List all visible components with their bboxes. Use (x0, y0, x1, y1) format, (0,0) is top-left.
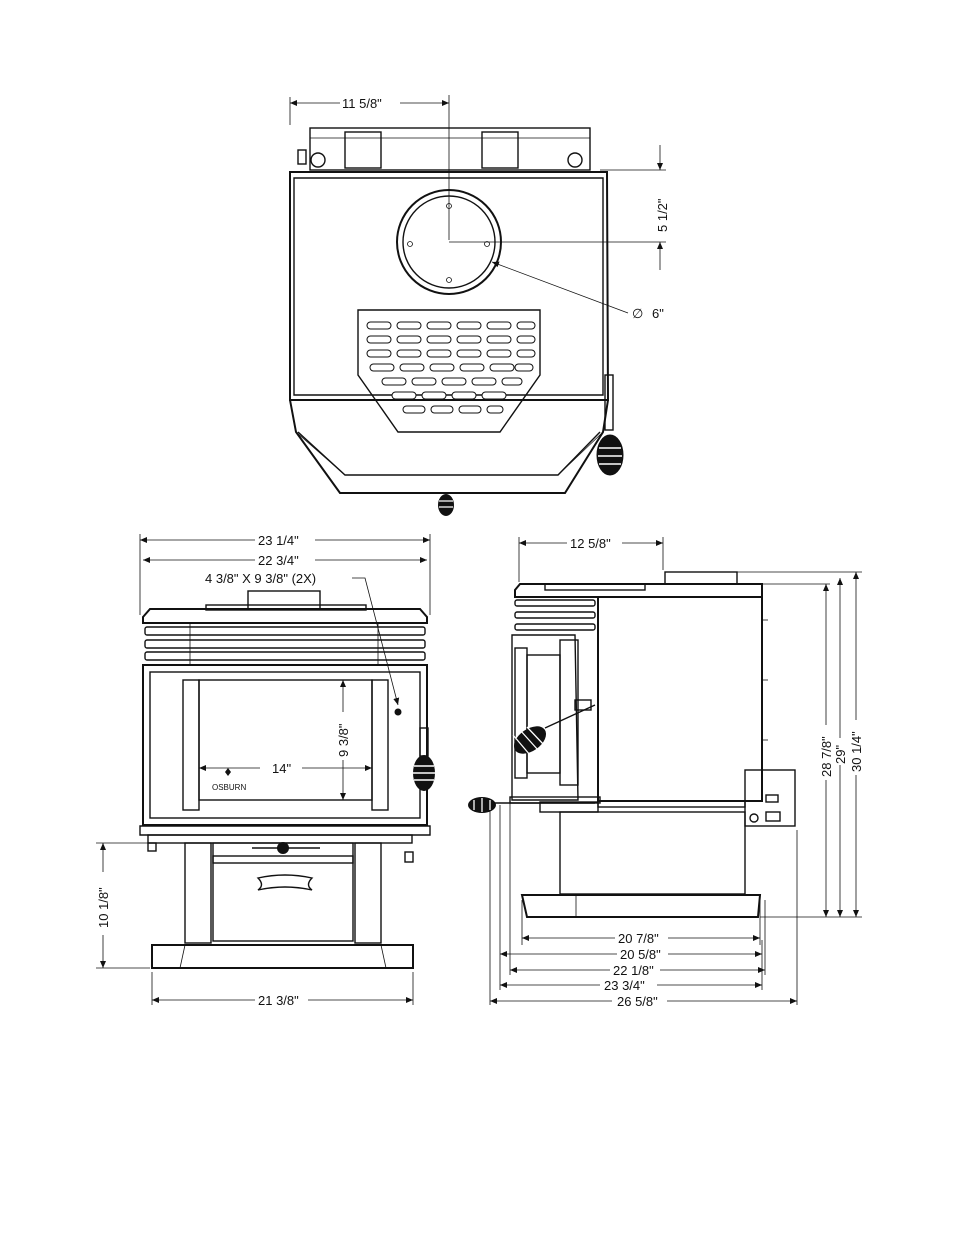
dim-top-flue-depth: 5 1/2" (655, 198, 670, 232)
side-ash-handle (468, 797, 496, 813)
dim-top-flue-offset: 11 5/8" (342, 96, 382, 111)
dim-side-height-1: 28 7/8" (819, 736, 834, 777)
dim-front-glass-height: 9 3/8" (336, 723, 351, 757)
top-view: 11 5/8" 5 1/2" ∅ 6" (289, 95, 670, 516)
dim-front-opening: 4 3/8" X 9 3/8" (2X) (205, 571, 316, 586)
dim-front-base-width: 21 3/8" (258, 993, 299, 1008)
dim-side-flue-offset: 12 5/8" (570, 536, 611, 551)
front-view: OSBURN 23 1/4" 22 3/4" 4 3/ (96, 533, 435, 1008)
top-door-handle (596, 374, 624, 476)
dim-front-glass-width: 14" (272, 761, 291, 776)
top-vent-slots (366, 321, 536, 414)
dim-side-depth-2: 20 5/8" (620, 947, 661, 962)
dim-front-overall-width: 23 1/4" (258, 533, 299, 548)
dim-front-pedestal-height: 10 1/8" (96, 887, 111, 928)
front-door-handle (413, 727, 435, 791)
dim-front-body-width: 22 3/4" (258, 553, 299, 568)
dim-side-depth-3: 22 1/8" (613, 963, 654, 978)
top-bottom-knob (438, 494, 454, 516)
dim-side-depth-1: 20 7/8" (618, 931, 659, 946)
dim-flue-diameter-symbol: ∅ (632, 306, 643, 321)
dim-side-height-3: 30 1/4" (849, 731, 864, 772)
dim-side-height-2: 29" (833, 745, 848, 764)
dim-side-depth-4: 23 3/4" (604, 978, 645, 993)
side-view: 12 5/8" 28 7/8" 29" 30 1/4" 20 7/8" 20 5… (468, 536, 864, 1009)
front-logo: OSBURN (212, 783, 246, 792)
dim-flue-diameter: 6" (652, 306, 664, 321)
dim-side-depth-5: 26 5/8" (617, 994, 658, 1009)
side-door-handle (512, 726, 547, 756)
